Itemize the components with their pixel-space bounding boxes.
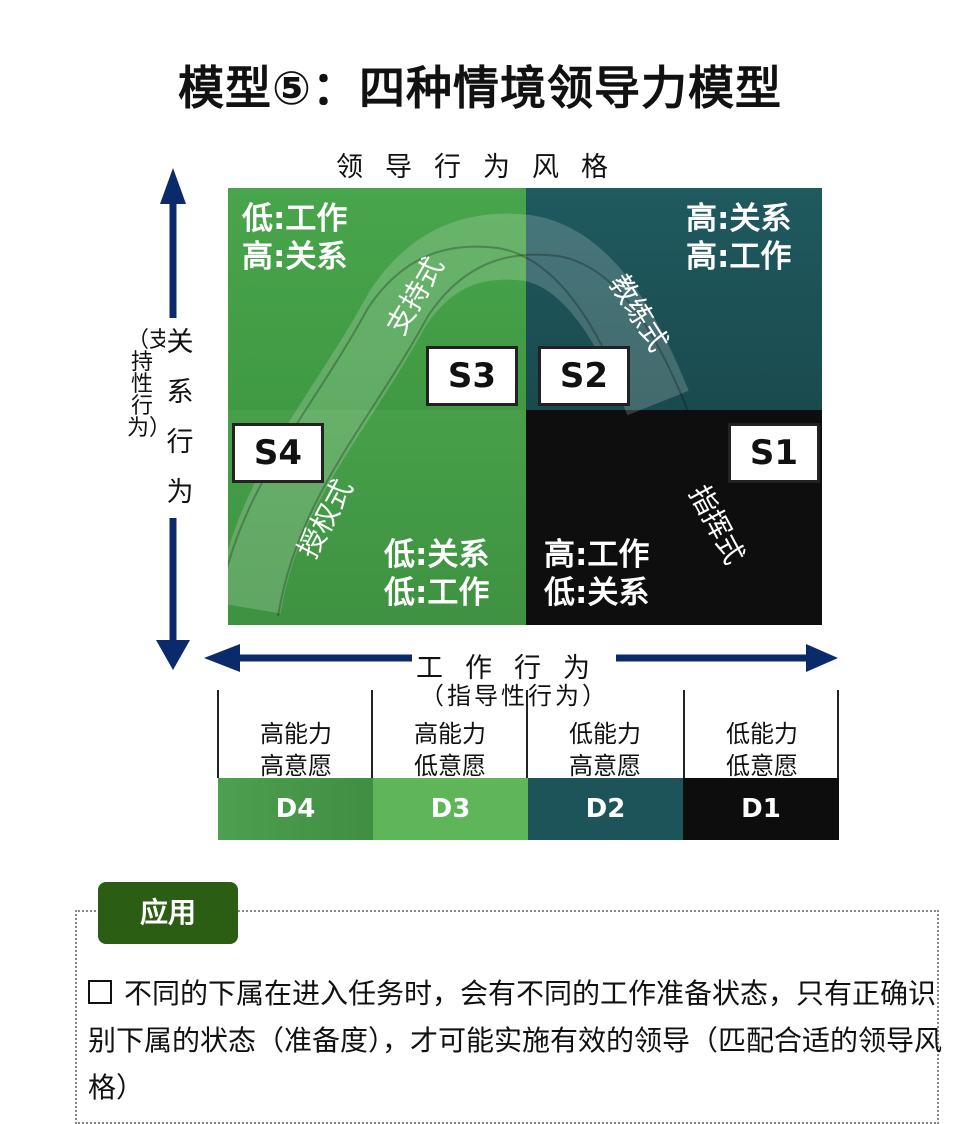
d3-willingness: 低意愿: [414, 752, 486, 780]
column-divider: [526, 690, 528, 778]
work-behavior-axis-title: 工作行为: [412, 646, 616, 685]
s3-work-level: 低:工作: [242, 201, 348, 237]
work-behavior-axis-subtitle: （指导性行为）: [420, 682, 609, 710]
d2-willingness: 高意愿: [569, 752, 641, 780]
s3-relationship-level: 高:关系: [242, 239, 348, 275]
s3-badge: S3: [426, 346, 518, 406]
d3-band: D3: [373, 778, 528, 840]
application-text: 不同的下属在进入任务时，会有不同的工作准备状态，只有正确识别下属的状态（准备度）…: [88, 977, 943, 1104]
column-divider: [217, 690, 219, 778]
d4-ability: 高能力: [260, 720, 332, 748]
s4-work-level: 低:工作: [384, 575, 490, 611]
application-tag: 应用: [98, 882, 238, 944]
s2-badge: S2: [538, 346, 630, 406]
s1-badge: S1: [728, 423, 820, 483]
d1-willingness: 低意愿: [726, 752, 798, 780]
s4-badge: S4: [232, 423, 324, 483]
s1-work-level: 高:工作: [544, 537, 650, 573]
relationship-axis-title: 关系行为: [165, 318, 195, 518]
d4-willingness: 高意愿: [260, 752, 332, 780]
d2-description: 低能力 高意愿: [528, 718, 682, 782]
d1-ability: 低能力: [726, 720, 798, 748]
up-arrow-icon: [160, 168, 186, 204]
d4-description: 高能力 高意愿: [219, 718, 373, 782]
down-arrow-icon: [156, 640, 190, 670]
application-text-block: 不同的下属在进入任务时，会有不同的工作准备状态，只有正确识别下属的状态（准备度）…: [88, 970, 948, 1111]
column-divider: [683, 690, 685, 778]
d3-description: 高能力 低意愿: [373, 718, 527, 782]
d2-ability: 低能力: [569, 720, 641, 748]
relationship-axis-subtitle: （支持性行为）: [127, 328, 172, 441]
d1-band: D1: [683, 778, 839, 840]
s2-work-level: 高:工作: [686, 239, 792, 275]
d4-band: D4: [218, 778, 373, 840]
s1-relationship-level: 低:关系: [544, 575, 650, 611]
d1-description: 低能力 低意愿: [685, 718, 839, 782]
s2-relationship-level: 高:关系: [686, 201, 792, 237]
d3-ability: 高能力: [414, 720, 486, 748]
d2-band: D2: [528, 778, 683, 840]
left-arrow-icon: [204, 644, 240, 672]
checkbox-icon: [88, 980, 112, 1004]
column-divider: [837, 690, 839, 778]
column-divider: [371, 690, 373, 778]
page-title: 模型⑤：四种情境领导力模型: [178, 61, 782, 115]
right-arrow-icon: [806, 644, 838, 672]
leadership-style-axis-title: 领导行为风格: [336, 152, 630, 183]
s4-relationship-level: 低:关系: [384, 537, 490, 573]
